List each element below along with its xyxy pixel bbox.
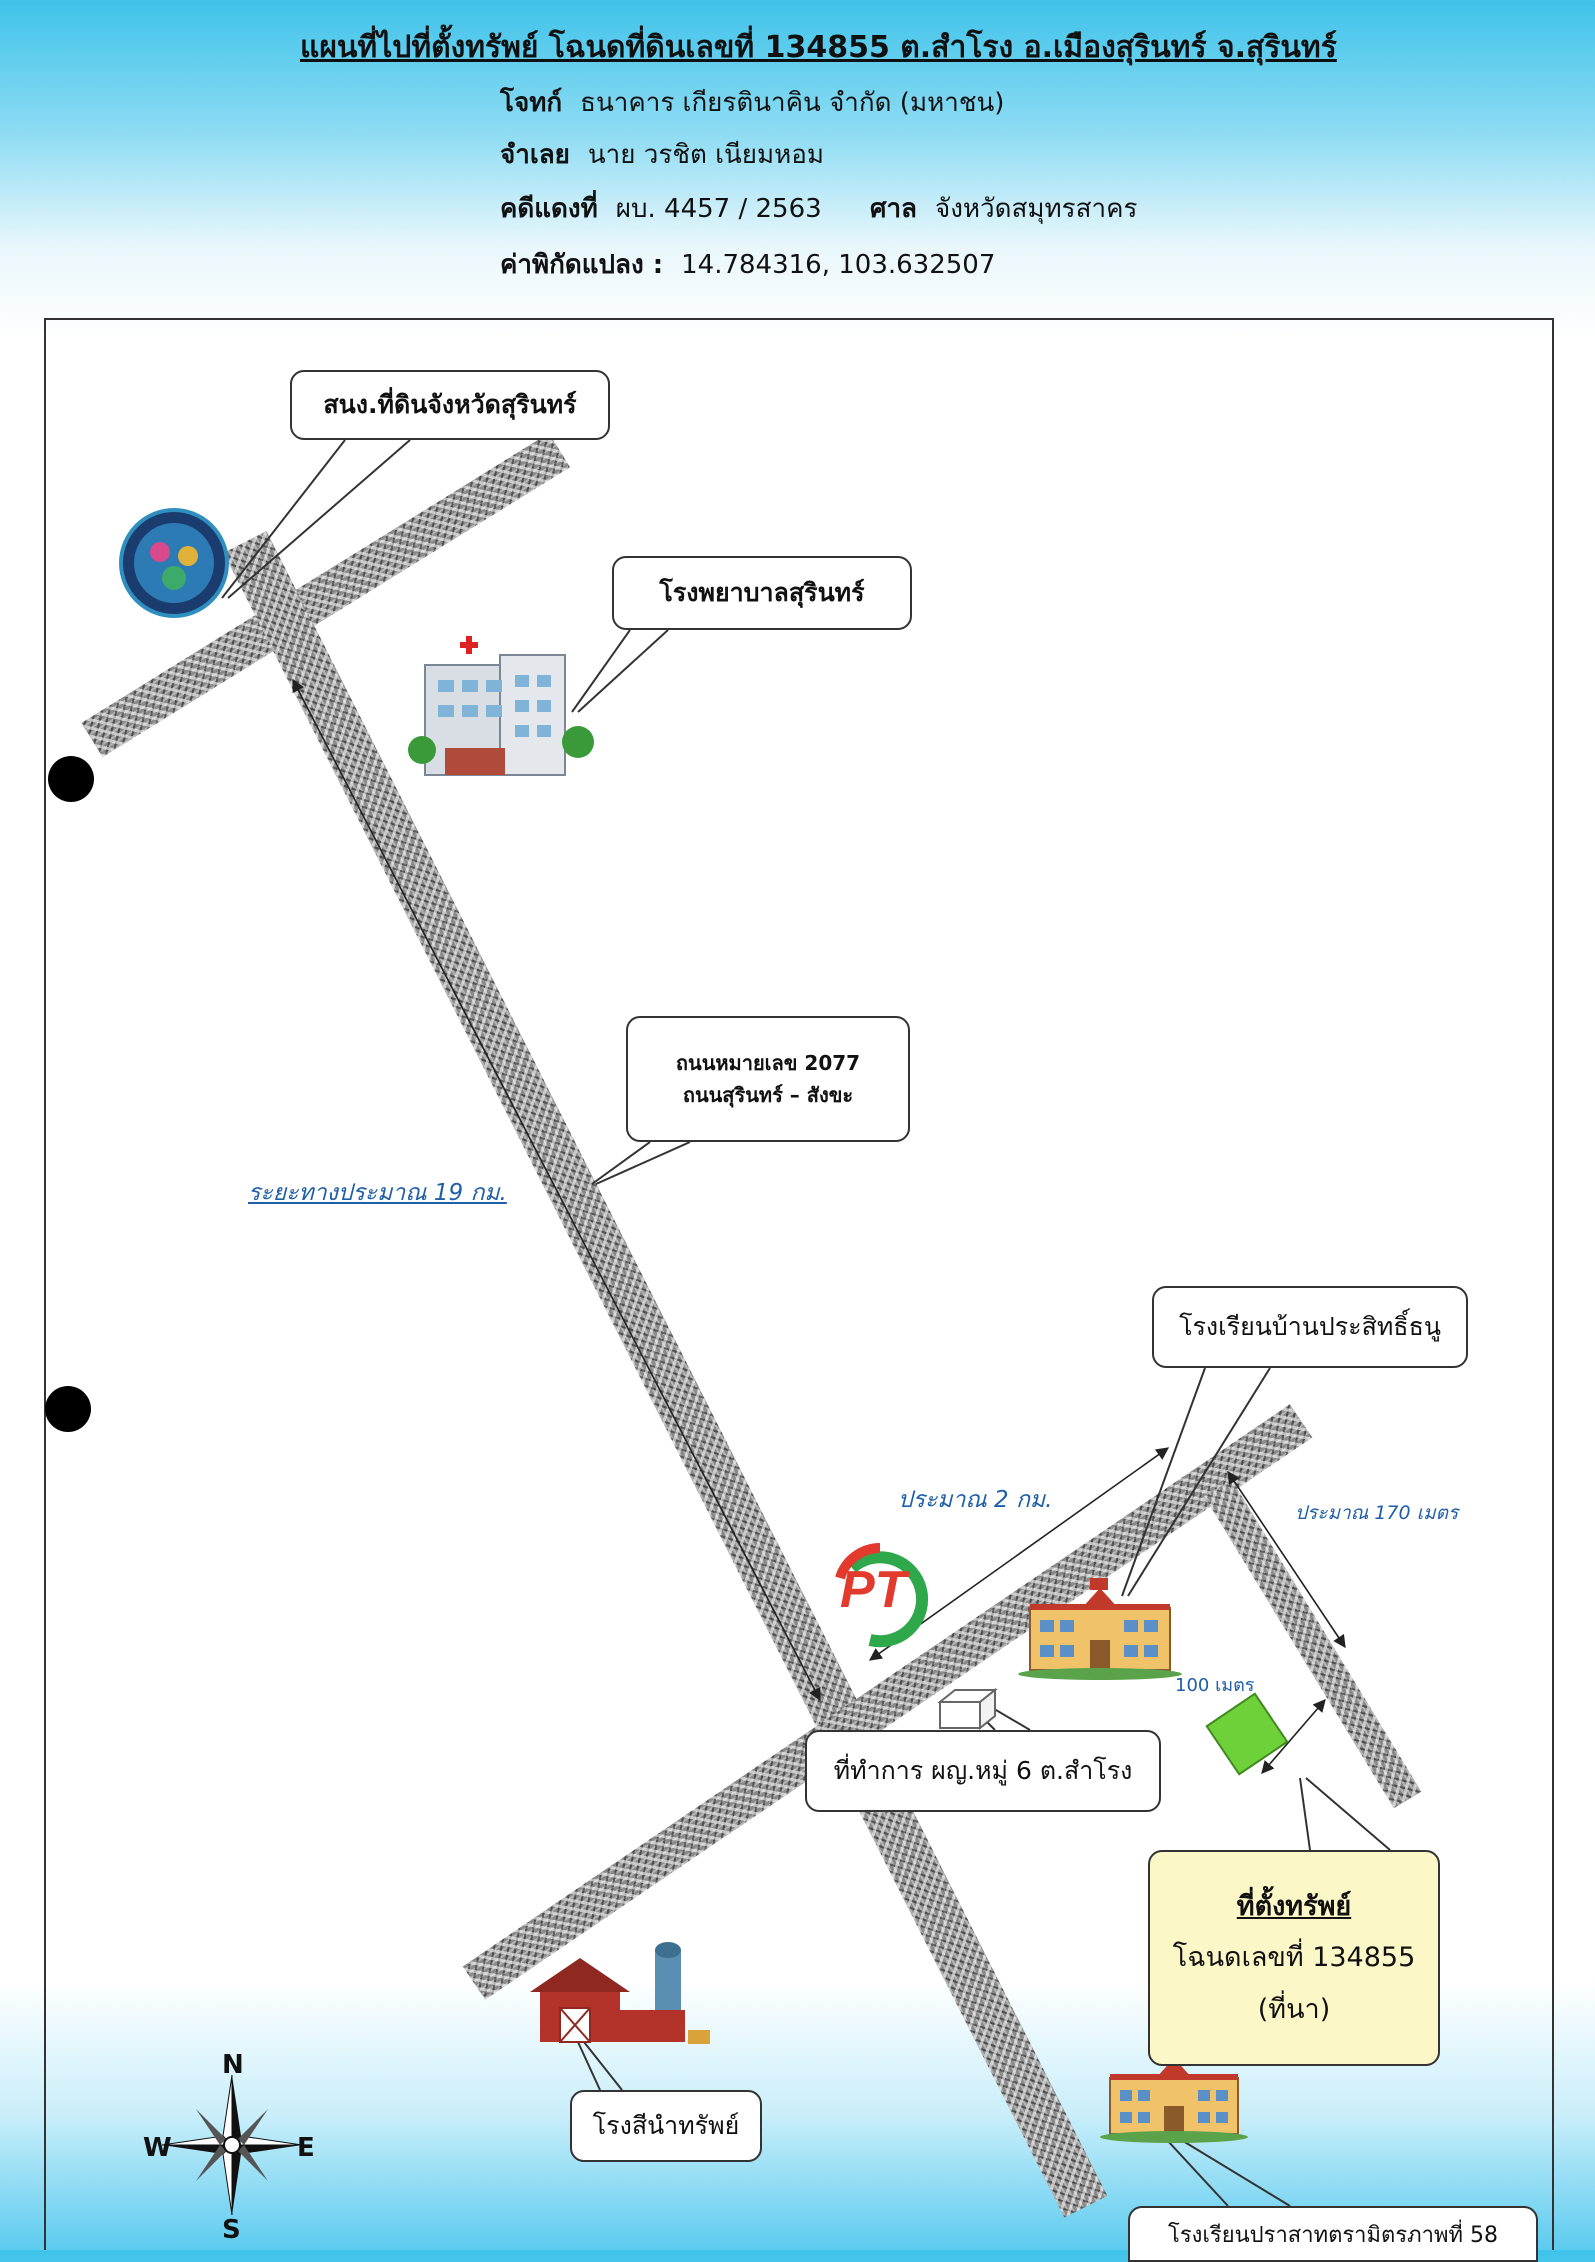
callout-road: ถนนหมายเลข 2077 ถนนสุรินทร์ – สังขะ — [626, 1016, 910, 1142]
case-label: คดีแดงที่ — [500, 194, 598, 224]
defendant-value: นาย วรชิต เนียมหอม — [587, 140, 825, 170]
map-frame — [44, 318, 1554, 2250]
distance-2km-label: ประมาณ 2 กม. — [898, 1487, 1053, 1513]
plaintiff-label: โจทก์ — [500, 88, 563, 118]
school-south-label: โรงเรียนปราสาทตรามิตรภาพที่ 58 — [1168, 2222, 1498, 2248]
callout-property: ที่ตั้งทรัพย์ โฉนดเลขที่ 134855 (ที่นา) — [1148, 1850, 1440, 2066]
road-number-label: ถนนหมายเลข 2077 — [675, 1051, 861, 1075]
map-title: แผนที่ไปที่ตั้งทรัพย์ โฉนดที่ดินเลขที่ 1… — [300, 30, 1337, 65]
compass-east-label: E — [297, 2133, 315, 2163]
compass-south-label: S — [222, 2215, 241, 2245]
property-deed-label: โฉนดเลขที่ 134855 — [1172, 1942, 1416, 1974]
coordinate-row: ค่าพิกัดแปลง : 14.784316, 103.632507 — [500, 244, 995, 285]
rice-mill-label: โรงสีนำทรัพย์ — [592, 2111, 740, 2140]
plaintiff-row: โจทก์ ธนาคาร เกียรตินาคิน จำกัด (มหาชน) — [500, 82, 1004, 123]
compass-west-label: W — [143, 2133, 172, 2163]
binder-hole-top — [48, 756, 94, 802]
property-heading: ที่ตั้งทรัพย์ — [1236, 1891, 1352, 1923]
distance-100m-label: 100 เมตร — [1175, 1675, 1255, 1696]
binder-hole-bottom — [45, 1386, 91, 1432]
court-label: ศาล — [869, 194, 917, 224]
callout-school-south: โรงเรียนปราสาทตรามิตรภาพที่ 58 — [1128, 2206, 1538, 2262]
plaintiff-value: ธนาคาร เกียรตินาคิน จำกัด (มหาชน) — [580, 88, 1005, 118]
callout-school-north: โรงเรียนบ้านประสิทธิ์ธนู — [1152, 1286, 1468, 1368]
road-name-label: ถนนสุรินทร์ – สังขะ — [682, 1083, 854, 1107]
callout-hospital: โรงพยาบาลสุรินทร์ — [612, 556, 912, 630]
coordinate-value: 14.784316, 103.632507 — [681, 250, 996, 280]
defendant-label: จำเลย — [500, 140, 570, 170]
village-office-label: ที่ทำการ ผญ.หมู่ 6 ต.สำโรง — [833, 1756, 1133, 1785]
distance-170m-label: ประมาณ 170 เมตร — [1295, 1502, 1459, 1524]
case-row: คดีแดงที่ ผบ. 4457 / 2563 ศาล จังหวัดสมุทร… — [500, 188, 1137, 229]
hospital-label: โรงพยาบาลสุรินทร์ — [659, 578, 865, 607]
property-type-label: (ที่นา) — [1257, 1993, 1331, 2025]
pt-logo-text: PT — [840, 1561, 907, 1619]
land-office-label: สนง.ที่ดินจังหวัดสุรินทร์ — [323, 390, 577, 419]
defendant-row: จำเลย นาย วรชิต เนียมหอม — [500, 134, 824, 175]
coordinate-label: ค่าพิกัดแปลง : — [500, 250, 664, 280]
callout-land-office: สนง.ที่ดินจังหวัดสุรินทร์ — [290, 370, 610, 440]
distance-19km-label: ระยะทางประมาณ 19 กม. — [248, 1180, 507, 1206]
callout-village-office: ที่ทำการ ผญ.หมู่ 6 ต.สำโรง — [805, 1730, 1161, 1812]
court-value: จังหวัดสมุทรสาคร — [934, 194, 1138, 224]
case-value: ผบ. 4457 / 2563 — [615, 194, 822, 224]
callout-rice-mill: โรงสีนำทรัพย์ — [570, 2090, 762, 2162]
school-north-label: โรงเรียนบ้านประสิทธิ์ธนู — [1179, 1312, 1441, 1341]
compass-north-label: N — [222, 2050, 244, 2080]
